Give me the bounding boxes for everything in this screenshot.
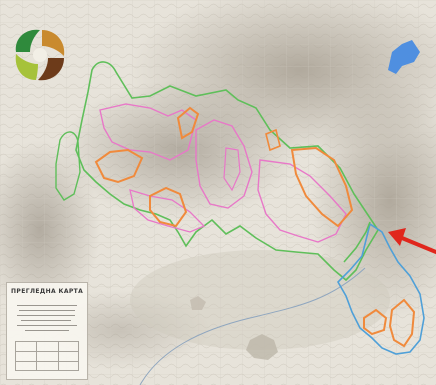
green-boundary-main (75, 61, 379, 282)
pink-boundary-4 (129, 189, 206, 233)
legend-text-line (17, 305, 77, 306)
blue-boundary (337, 222, 425, 355)
orange-boundary-5 (265, 128, 281, 152)
pink-boundary-2 (195, 119, 253, 209)
pink-boundary-3 (257, 159, 347, 243)
legend-panel: ПРЕГЛЕДНА КАРТА (6, 282, 88, 380)
orange-boundary-2 (149, 186, 188, 228)
orange-boundary-3 (176, 106, 200, 140)
village-area (190, 296, 206, 310)
orange-boundary-1 (94, 148, 144, 184)
legend-title: ПРЕГЛЕДНА КАРТА (11, 288, 83, 295)
orange-boundary-7 (388, 298, 416, 348)
legend-text-line (17, 315, 75, 316)
red-arrow-icon (388, 228, 436, 254)
legend-table (15, 341, 79, 371)
pink-boundary-1 (99, 103, 197, 161)
pink-boundary-5 (223, 147, 241, 192)
orange-boundary-4 (290, 146, 354, 228)
legend-text-line (19, 310, 75, 311)
legend-text-line (25, 330, 69, 331)
legend-text-line (21, 320, 71, 321)
orange-boundary-6 (363, 308, 388, 336)
organization-logo-icon (15, 29, 65, 81)
green-boundary-east (343, 221, 371, 263)
river (139, 267, 366, 385)
lake (388, 40, 420, 74)
town-area (246, 334, 278, 360)
green-boundary-west (55, 131, 81, 201)
legend-text-line (17, 325, 77, 326)
